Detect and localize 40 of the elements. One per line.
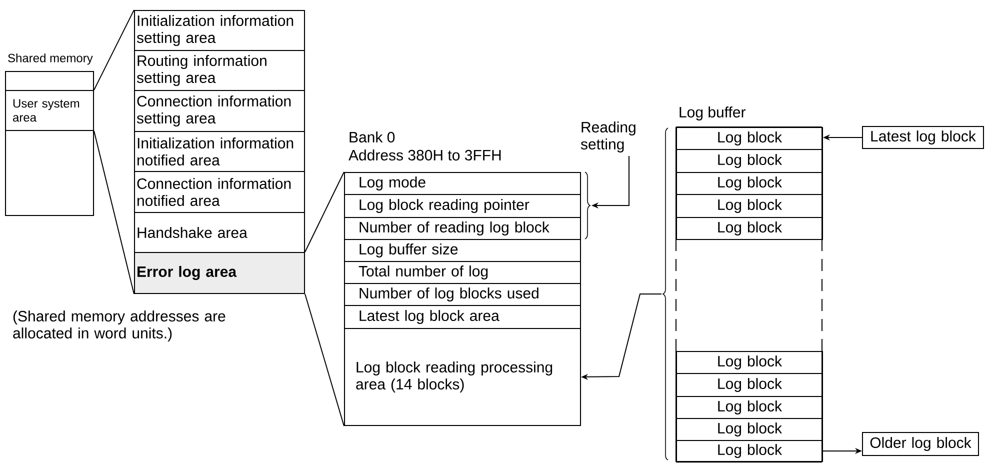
table-row: Log block reading pointer	[344, 194, 581, 218]
log-block-cell: Log block	[676, 440, 823, 462]
node-label: Bank 0	[350, 131, 395, 142]
log-block-cell: Log block	[676, 418, 823, 441]
memory-cell: Routing information setting area	[134, 50, 305, 91]
table-row: Total number of log	[344, 261, 581, 284]
callout-box: Latest log block	[862, 126, 984, 149]
memory-cell	[5, 130, 94, 216]
connector-line	[304, 293, 344, 426]
connector-line	[94, 10, 134, 90]
log-block-cell: Log block	[676, 194, 823, 218]
table-row: Log mode	[344, 172, 581, 195]
table-row: Number of log blocks used	[344, 282, 581, 306]
log-block-cell: Log block	[676, 149, 823, 173]
brace	[584, 172, 590, 240]
table-row: Latest log block area	[344, 304, 581, 329]
note-text: (Shared memory addresses are allocated in word units.)	[13, 310, 226, 342]
table-row: Number of reading log block	[344, 217, 581, 240]
brace	[662, 128, 668, 460]
memory-cell: Initialization information setting area	[134, 10, 305, 51]
connector-line	[304, 172, 344, 252]
memory-cell: Connection information setting area	[134, 90, 305, 132]
table-row: Log buffer size	[344, 239, 581, 262]
log-block-cell: Log block	[676, 217, 823, 240]
log-block-cell: Log block	[676, 372, 823, 397]
log-block-cell: Log block	[676, 127, 823, 150]
memory-cell: User system area	[5, 90, 94, 131]
log-block-cell: Log block	[676, 396, 823, 419]
callout-box: Older log block	[862, 432, 979, 456]
memory-cell	[5, 71, 94, 91]
memory-cell: Error log area	[134, 252, 305, 294]
annotation-text: Reading setting	[580, 122, 636, 152]
log-block-cell: Log block	[676, 172, 823, 195]
connector-line	[94, 130, 134, 294]
log-block-cell: Log block	[676, 350, 823, 374]
memory-cell: Connection information notified area	[134, 171, 305, 213]
memory-cell: Initialization information notified area	[134, 131, 305, 172]
node-label: Address 380H to 3FFH	[348, 149, 501, 160]
table-row: Log block reading processing area (14 blocks)	[344, 328, 581, 426]
node-label: Shared memory	[8, 54, 93, 65]
